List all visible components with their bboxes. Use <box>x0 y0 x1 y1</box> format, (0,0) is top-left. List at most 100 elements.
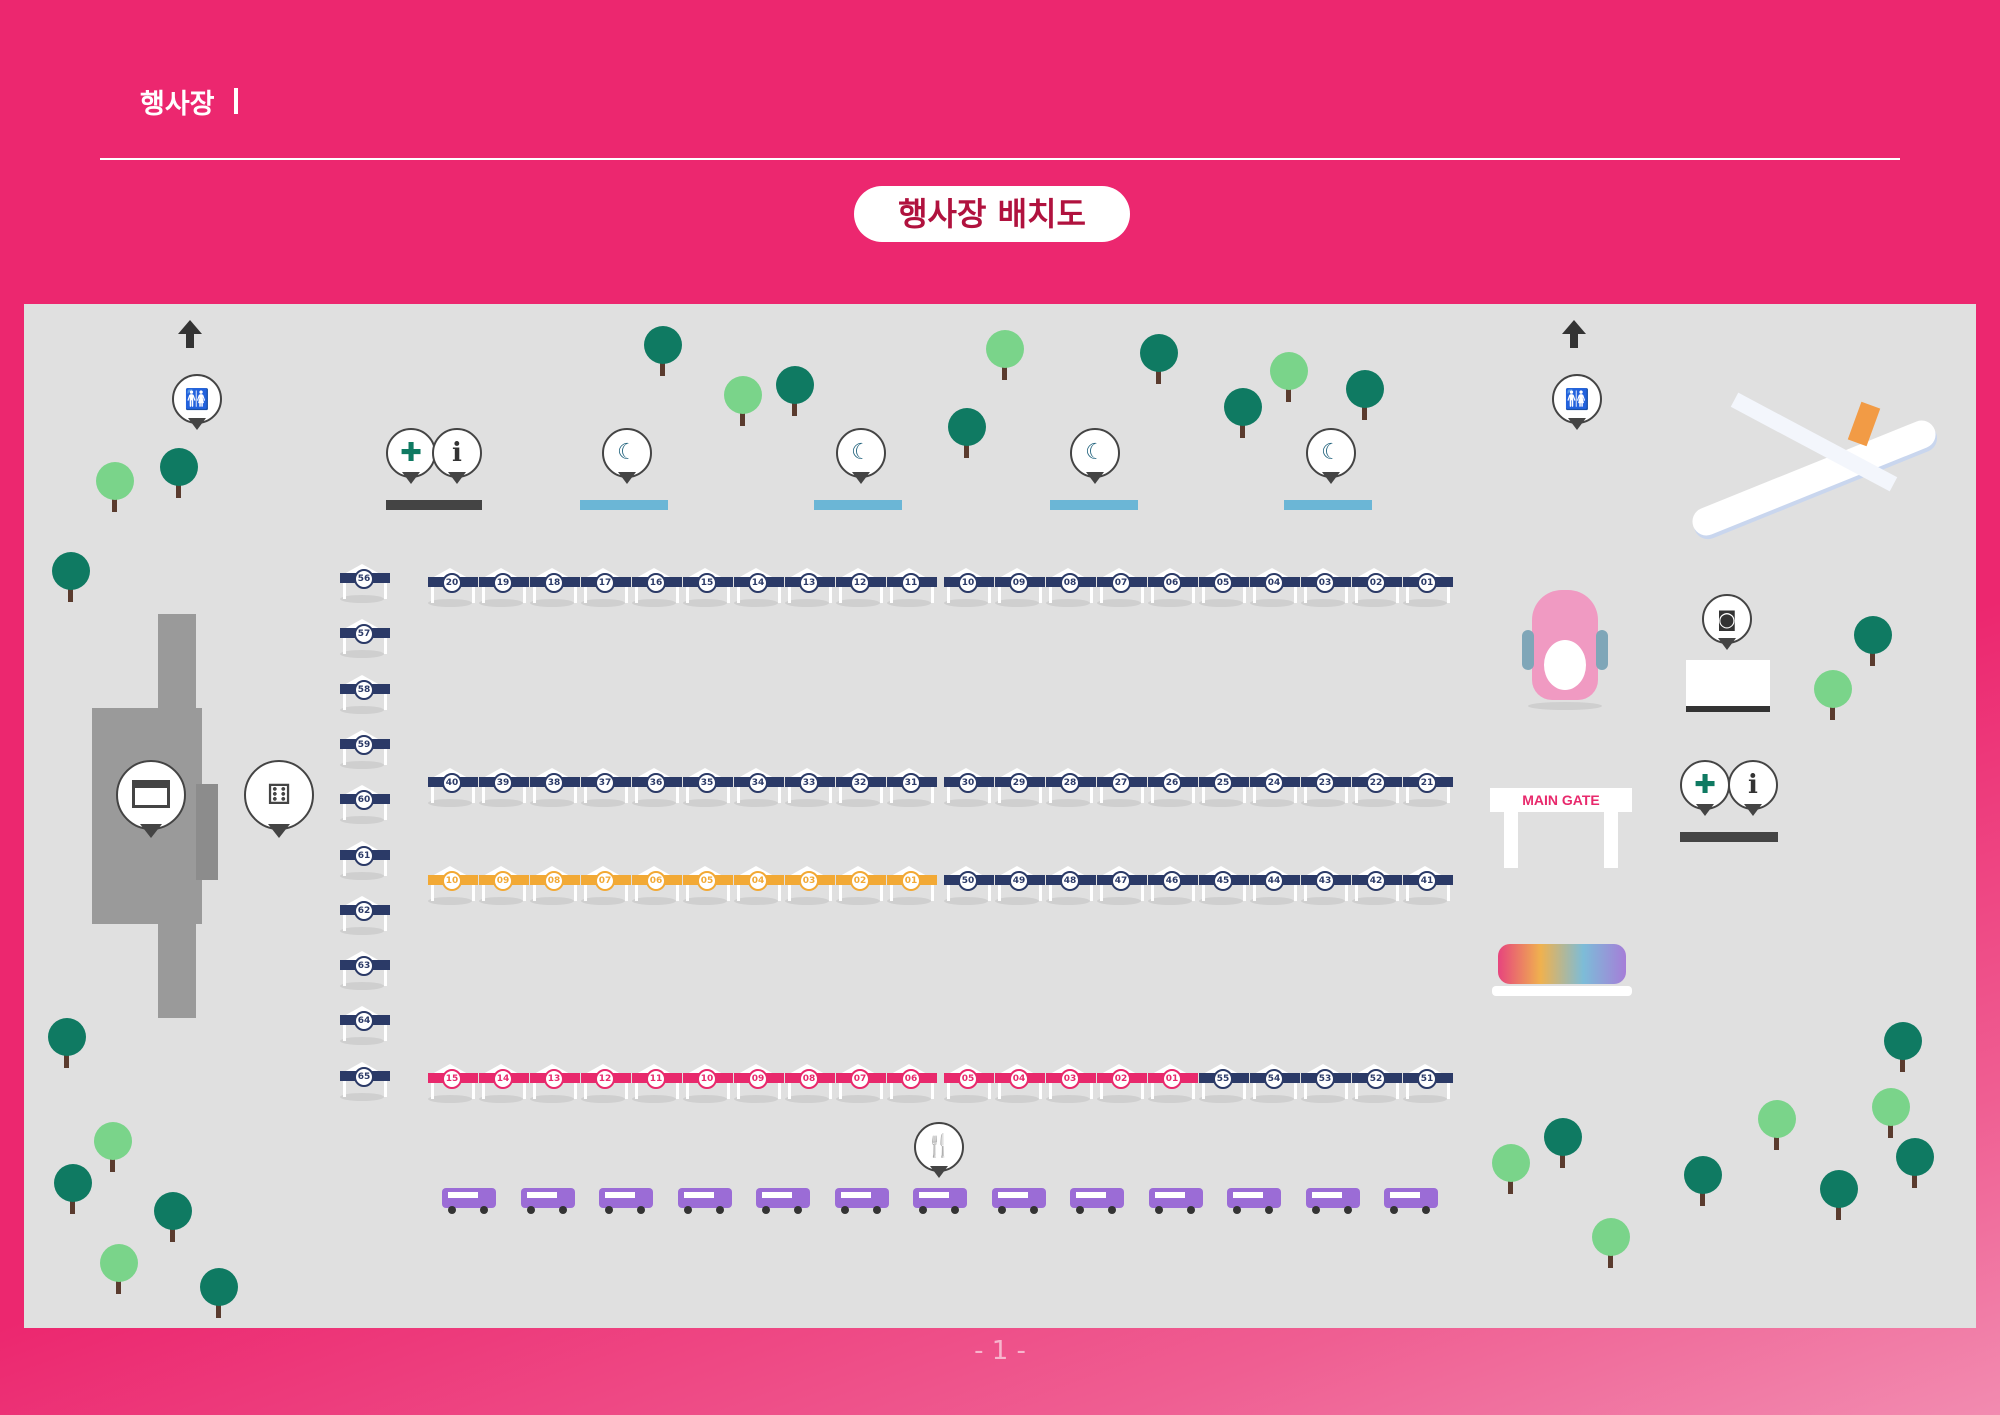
booth: 23 <box>1301 768 1351 807</box>
booth-number: 01 <box>1162 1069 1182 1089</box>
exit-arrow-icon <box>178 320 202 334</box>
booth: 15 <box>428 1064 478 1103</box>
page-number: - 1 - <box>974 1336 1026 1366</box>
booth: 13 <box>785 568 835 607</box>
stage-building <box>196 784 218 880</box>
booth-number: 36 <box>646 773 666 793</box>
booth-number: 03 <box>1315 573 1335 593</box>
booth-number: 61 <box>354 845 374 866</box>
booth: 02 <box>836 866 886 905</box>
stage-icon <box>116 760 186 838</box>
booth-number: 19 <box>493 573 513 593</box>
booth-number: 13 <box>799 573 819 593</box>
restroom-icon: 🚻 <box>1552 374 1602 430</box>
booth: 09 <box>734 1064 784 1103</box>
booth-number: 02 <box>1366 573 1386 593</box>
booth-number: 58 <box>354 679 374 700</box>
booth: 06 <box>887 1064 937 1103</box>
booth: 38 <box>530 768 580 807</box>
booth-number: 09 <box>1009 573 1029 593</box>
booth-number: 53 <box>1315 1069 1335 1089</box>
booth-number: 65 <box>354 1066 374 1087</box>
booth: 12 <box>581 1064 631 1103</box>
booth-number: 03 <box>799 871 819 891</box>
booth-number: 55 <box>1213 1069 1233 1089</box>
booth-number: 54 <box>1264 1069 1284 1089</box>
booth-number: 02 <box>850 871 870 891</box>
booth: 44 <box>1250 866 1300 905</box>
booth-number: 17 <box>595 573 615 593</box>
first-aid-icon: ✚ <box>1680 760 1730 816</box>
rest-area-icon: ☾ <box>1070 428 1120 484</box>
festival-logo-sign <box>1492 944 1632 1000</box>
booth-number: 32 <box>850 773 870 793</box>
booth: 22 <box>1352 768 1402 807</box>
booth: 12 <box>836 568 886 607</box>
food-truck-icon <box>599 1188 653 1214</box>
header-rule <box>100 158 1900 160</box>
booth-number: 24 <box>1264 773 1284 793</box>
booth-number: 39 <box>493 773 513 793</box>
booth: 09 <box>479 866 529 905</box>
rest-area-icon: ☾ <box>1306 428 1356 484</box>
booth: 03 <box>1046 1064 1096 1103</box>
airplane-icon <box>1664 392 1964 544</box>
booth-number: 08 <box>544 871 564 891</box>
booth-number: 45 <box>1213 871 1233 891</box>
booth: 58 <box>340 674 390 714</box>
booth-number: 04 <box>1264 573 1284 593</box>
booth: 59 <box>340 729 390 769</box>
booth-number: 01 <box>901 871 921 891</box>
booth-number: 50 <box>958 871 978 891</box>
booth-number: 27 <box>1111 773 1131 793</box>
rest-area-icon: ☾ <box>836 428 886 484</box>
booth-number: 14 <box>493 1069 513 1089</box>
food-truck-icon <box>756 1188 810 1214</box>
booth-number: 31 <box>901 773 921 793</box>
booth: 21 <box>1403 768 1453 807</box>
booth: 01 <box>887 866 937 905</box>
booth: 07 <box>836 1064 886 1103</box>
booth-number: 52 <box>1366 1069 1386 1089</box>
booth: 14 <box>479 1064 529 1103</box>
booth-number: 12 <box>595 1069 615 1089</box>
rest-area-icon: ☾ <box>602 428 652 484</box>
booth: 46 <box>1148 866 1198 905</box>
booth: 50 <box>944 866 994 905</box>
booth: 04 <box>734 866 784 905</box>
booth: 28 <box>1046 768 1096 807</box>
food-truck-icon <box>991 1188 1046 1214</box>
booth: 49 <box>995 866 1045 905</box>
seating-icon: ⚅ <box>244 760 314 838</box>
booth-number: 35 <box>697 773 717 793</box>
main-gate-label: MAIN GATE <box>1490 788 1632 812</box>
first-aid-icon: ✚ <box>386 428 436 484</box>
booth-number: 57 <box>354 624 374 645</box>
booth: 06 <box>1148 568 1198 607</box>
booth-number: 08 <box>799 1069 819 1089</box>
booth-number: 42 <box>1366 871 1386 891</box>
booth-number: 12 <box>850 573 870 593</box>
booth-number: 56 <box>354 569 374 589</box>
booth-number: 21 <box>1417 773 1437 793</box>
booth: 13 <box>530 1064 580 1103</box>
exit-arrow-icon <box>1570 334 1578 348</box>
booth-number: 10 <box>442 871 462 891</box>
booth-number: 03 <box>1060 1069 1080 1089</box>
booth-number: 06 <box>1162 573 1182 593</box>
booth-number: 07 <box>1111 573 1131 593</box>
booth: 29 <box>995 768 1045 807</box>
food-truck-icon <box>1305 1188 1360 1214</box>
food-truck-icon <box>913 1188 967 1214</box>
venue-map: 🚻 🚻 ✚ i ☾ ☾ ☾ ☾ ⚅ ◙ MAIN GATE ✚ i <box>24 304 1976 1328</box>
booth: 64 <box>340 1006 390 1046</box>
booth: 08 <box>530 866 580 905</box>
booth-number: 30 <box>958 773 978 793</box>
booth: 31 <box>887 768 937 807</box>
booth: 20 <box>428 568 478 607</box>
booth-number: 10 <box>697 1069 717 1089</box>
booth-number: 04 <box>748 871 768 891</box>
food-truck-icon <box>520 1188 575 1214</box>
food-icon: 🍴 <box>914 1122 964 1178</box>
booth: 11 <box>632 1064 682 1103</box>
